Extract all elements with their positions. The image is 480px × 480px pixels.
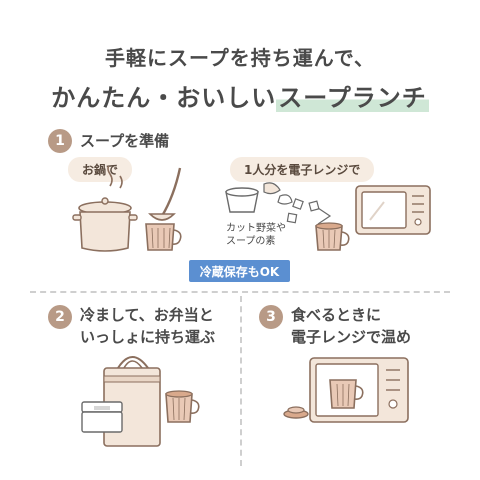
vegetable-icon [263,182,281,195]
bouillon-cube-icon [308,200,320,212]
pot-icon [79,211,131,252]
soup-cup-illustration [315,222,350,251]
pot-illustration [72,166,182,252]
ingredients-illustration [225,182,332,225]
reheat-illustration [283,357,409,423]
ingredients-note: カット野菜や スープの素 [226,223,286,247]
headline-plain: かんたん・おいしい [51,84,277,112]
headline-line1: 手軽にスープを持ち運んで、 [105,46,375,70]
step2-number: 2 [48,305,72,329]
step3-number: 3 [259,305,283,329]
arrow-icon [317,207,332,225]
pill-microwave: 1人分を電子レンジで [230,157,375,182]
step2-title: 冷まして、お弁当と いっしょに持ち運ぶ [80,306,216,346]
lunch-bag-illustration [81,356,200,447]
ladle-icon [160,167,182,217]
refrigerate-ok-badge: 冷蔵保存もOK [189,260,290,282]
step3-title: 食べるときに 電子レンジで温め [291,306,412,346]
headline-accent: スープランチ [276,84,429,112]
microwave-illustration [355,185,431,235]
step1-number: 1 [48,129,72,153]
steam-icon [107,166,113,187]
horizontal-divider [30,291,450,293]
headline-line2: かんたん・おいしいスープランチ [0,78,480,113]
vertical-divider [240,296,242,466]
step1-title: スープを準備 [80,132,170,150]
